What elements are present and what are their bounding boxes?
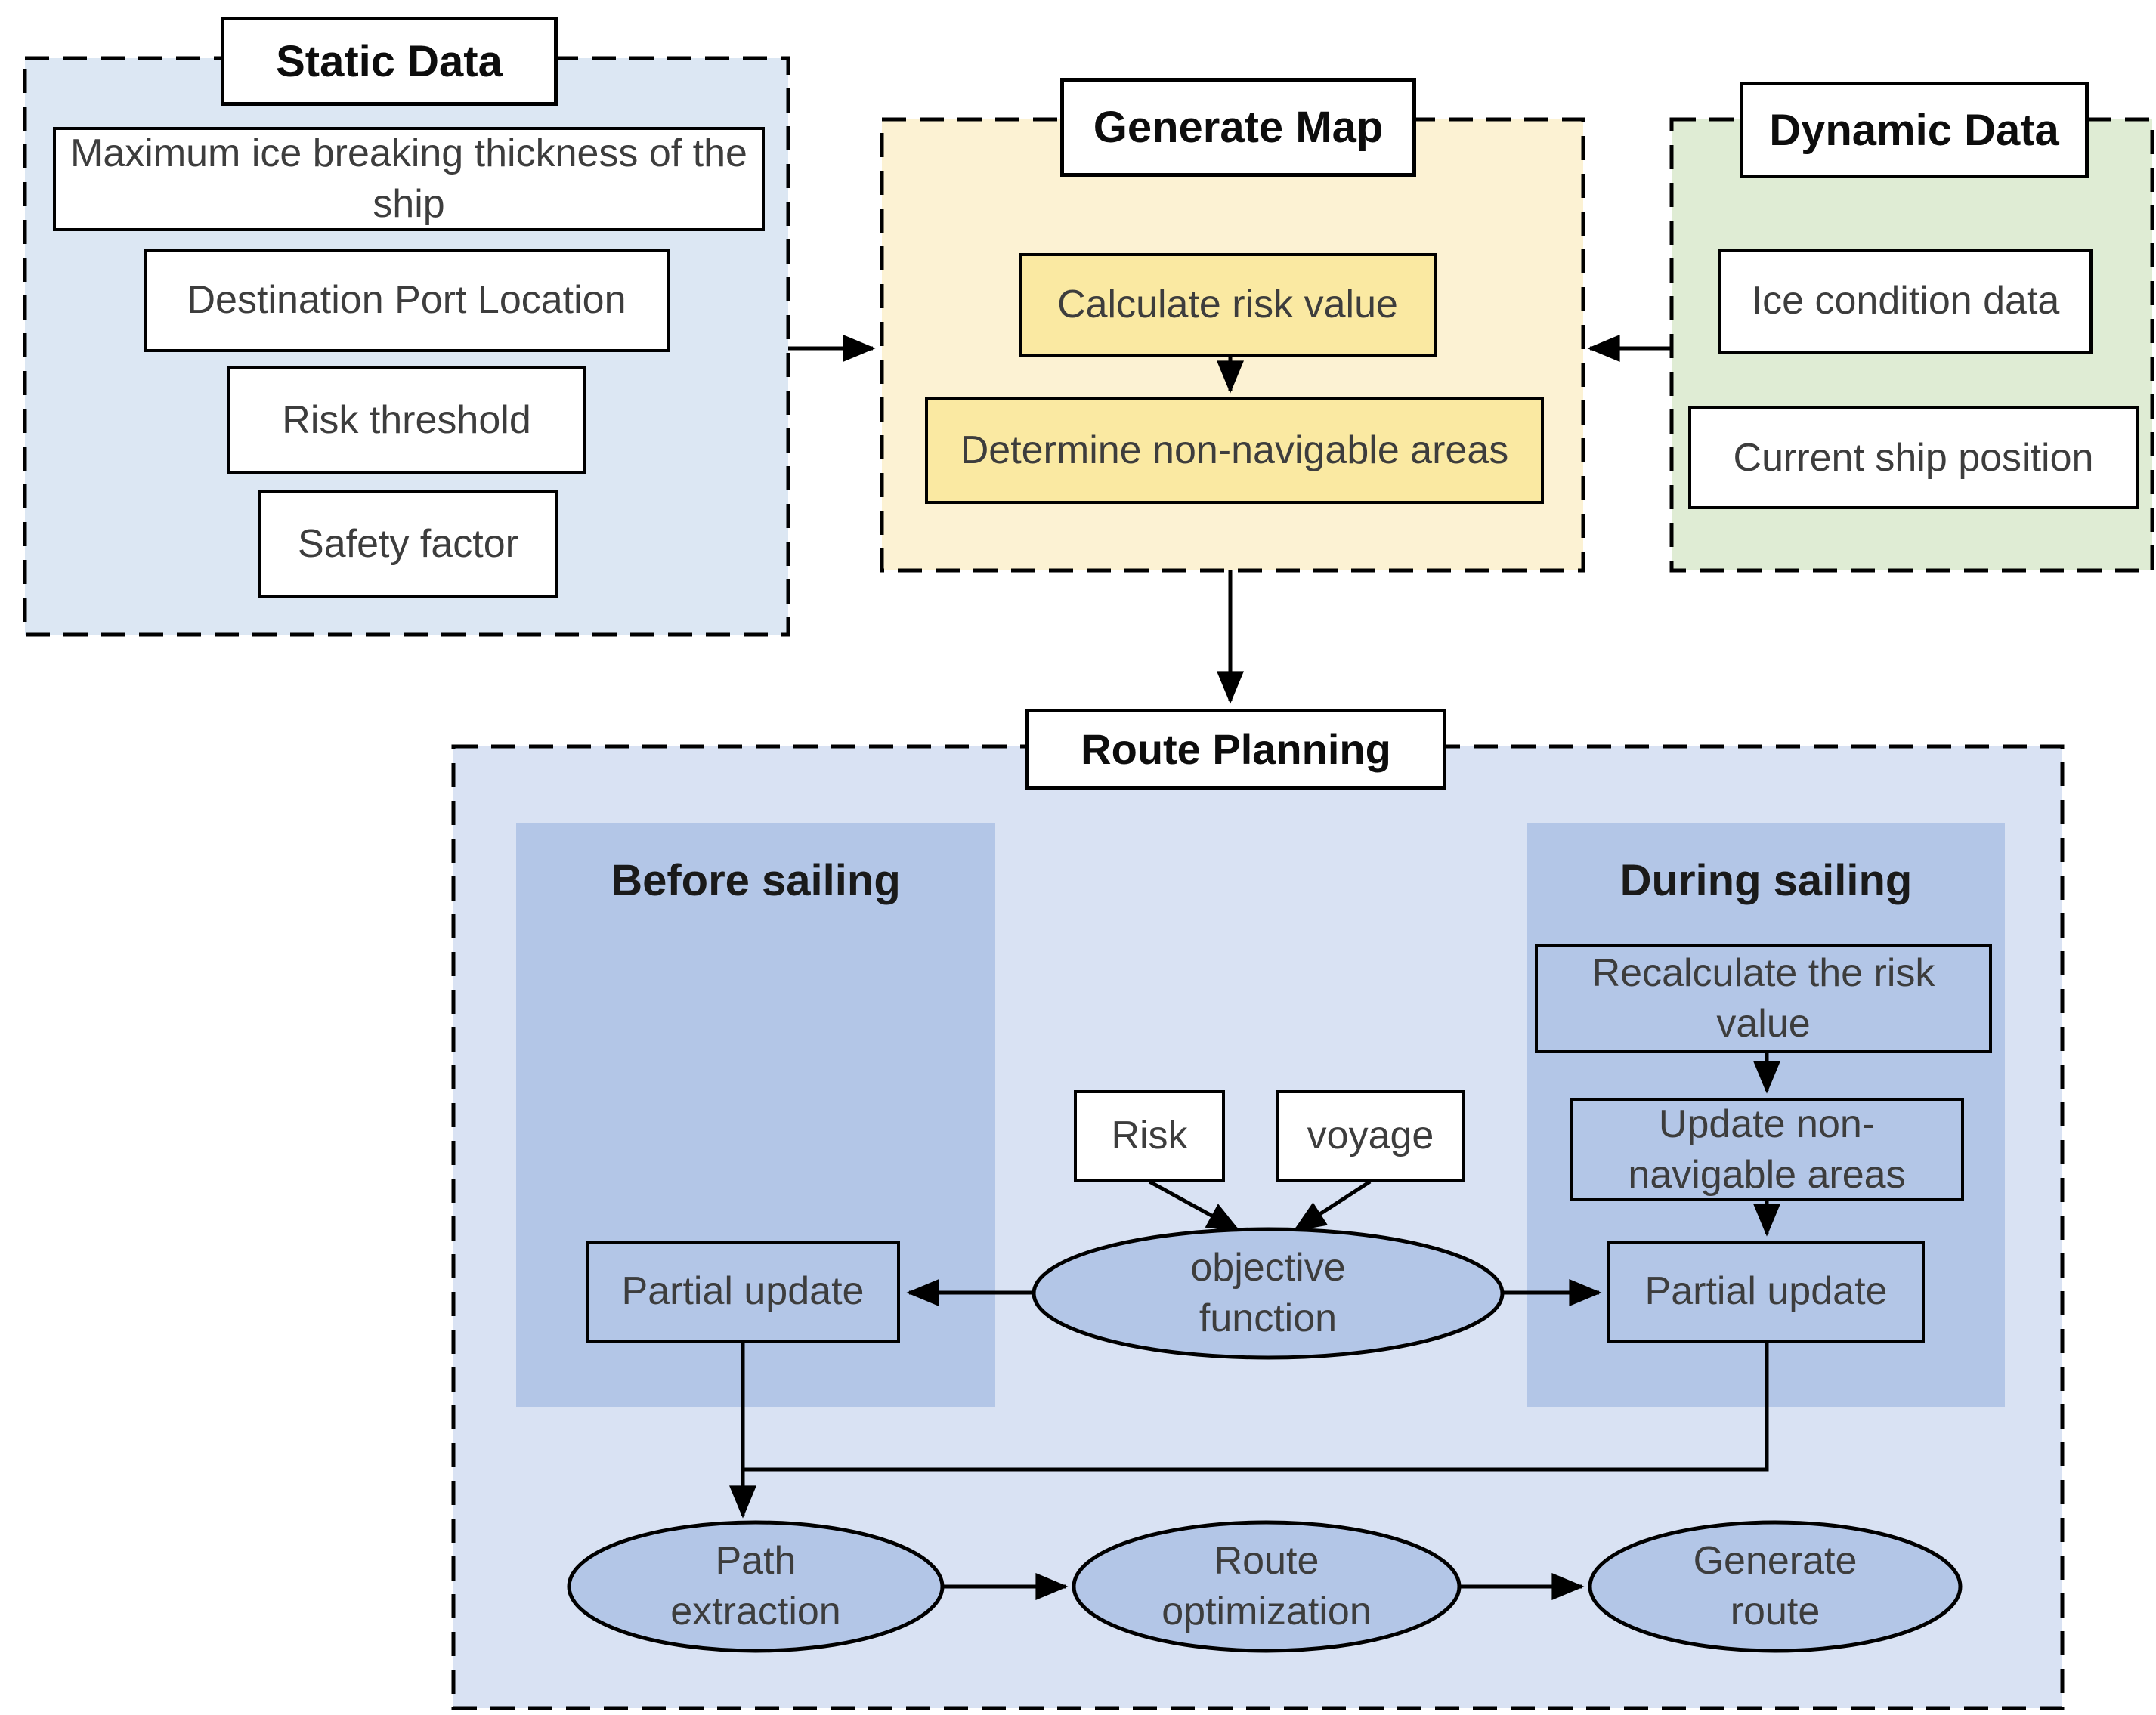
generate-route-label: Generate route [1693,1539,1858,1633]
arrow-voyage-to-objective [1292,1179,1372,1232]
objective-input-voyage: voyage [1276,1090,1465,1182]
generate-map-title: Generate Map [1060,78,1416,177]
static-item-safety-factor: Safety factor [258,490,558,598]
during-step-recalculate-risk: Recalculate the risk value [1535,944,1992,1053]
line-right-partial-merge [743,1343,1769,1472]
path-extraction-label: Path extraction [670,1539,841,1633]
dynamic-item-current-position: Current ship position [1688,406,2139,509]
arrow-risk-to-objective [1148,1179,1241,1232]
static-item-risk-threshold: Risk threshold [227,366,586,474]
route-planning-title: Route Planning [1025,709,1446,790]
before-sailing-header: Before sailing [611,856,901,905]
during-step-partial-update: Partial update [1607,1241,1925,1343]
map-step-determine-non-navigable: Determine non-navigable areas [925,397,1544,504]
generate-route-ellipse [1588,1520,1963,1653]
dynamic-item-ice-condition: Ice condition data [1718,249,2093,354]
before-partial-update: Partial update [586,1241,900,1343]
dynamic-data-title: Dynamic Data [1740,82,2089,178]
static-data-title: Static Data [221,17,558,106]
map-step-calculate-risk: Calculate risk value [1019,253,1437,357]
during-sailing-header: During sailing [1619,856,1913,905]
route-optimization-label: Route optimization [1162,1539,1372,1633]
objective-function-label: objective function [1190,1246,1346,1340]
static-item-destination-port: Destination Port Location [144,249,670,352]
static-item-max-ice-thickness: Maximum ice breaking thickness of the sh… [53,127,765,231]
objective-input-risk: Risk [1074,1090,1225,1182]
during-step-update-non-navigable: Update non-navigable areas [1570,1098,1964,1201]
